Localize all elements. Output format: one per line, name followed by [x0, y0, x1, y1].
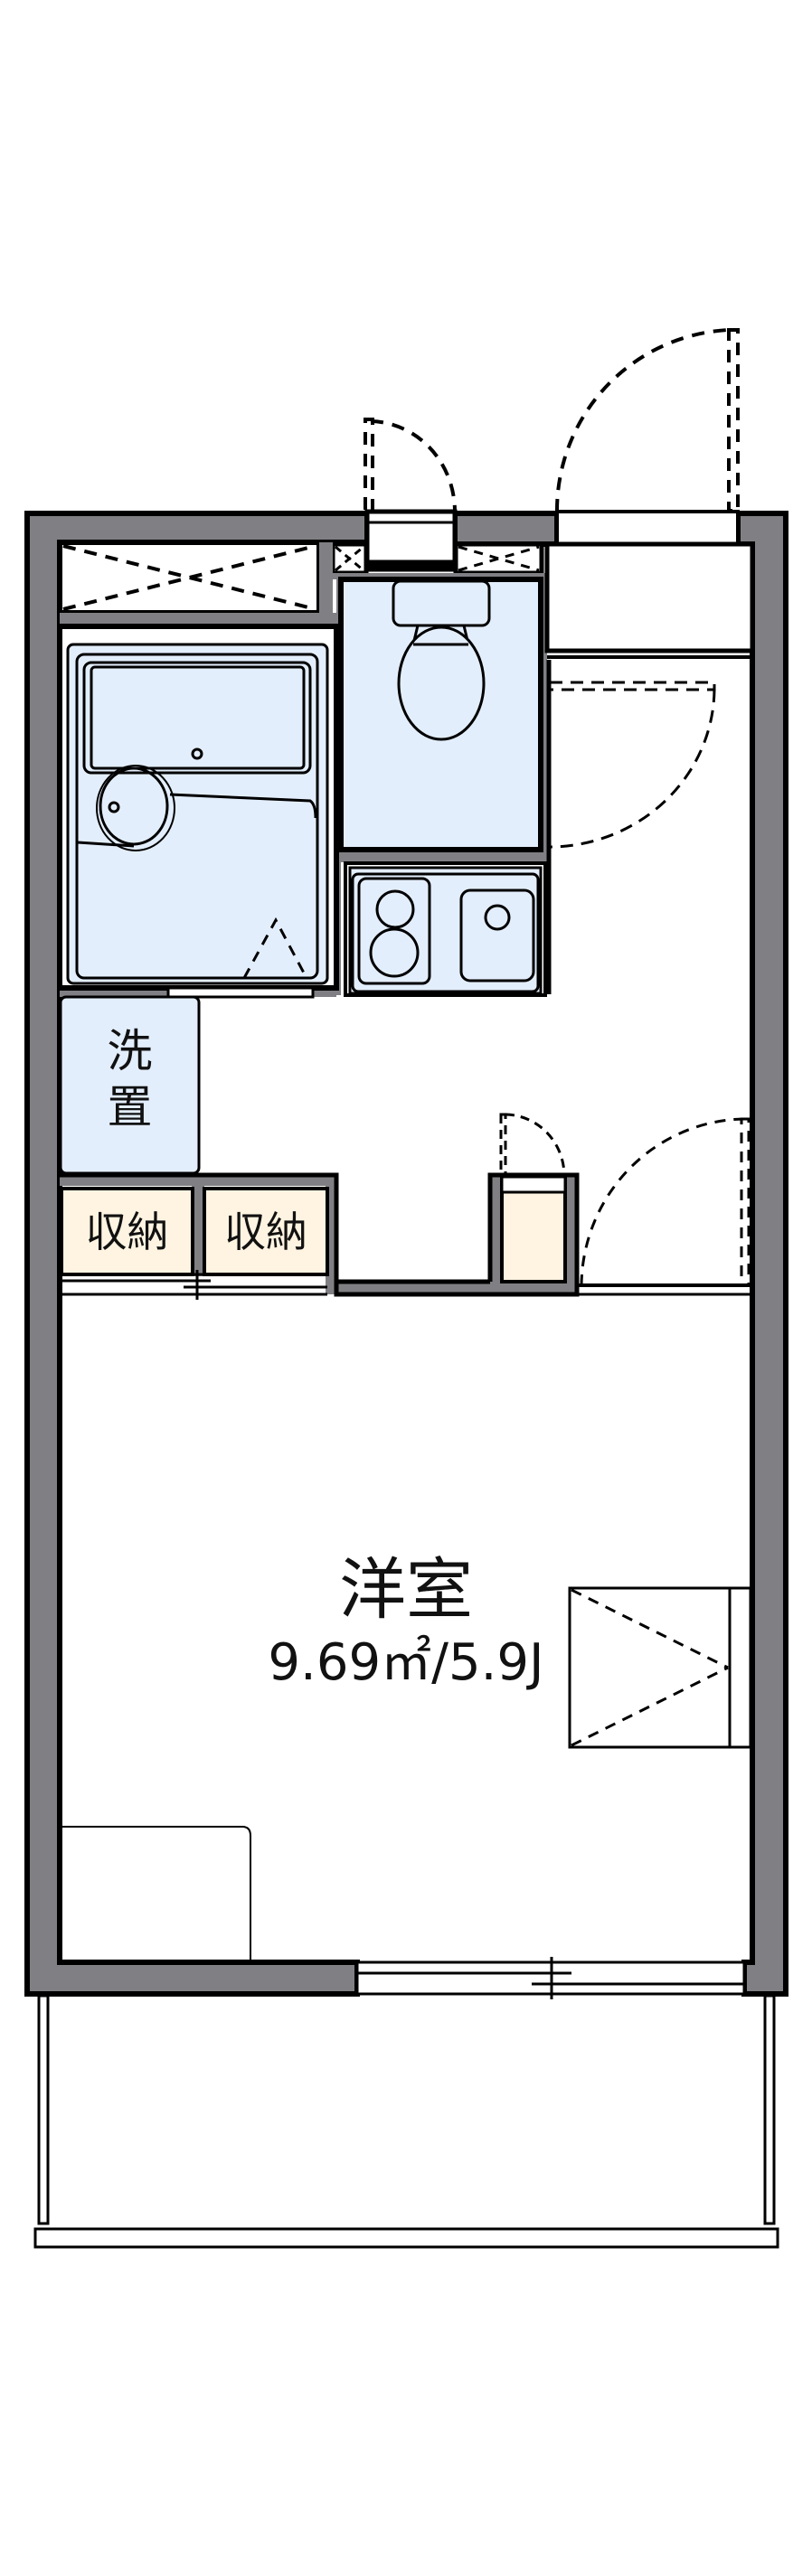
room-name: 洋室 [339, 1551, 473, 1629]
storage-label-left: 収納 [85, 1208, 169, 1256]
entrance-area [544, 541, 755, 994]
small-window-top [364, 418, 458, 572]
entrance-door [554, 328, 740, 546]
kitchen [344, 861, 547, 997]
small-closet [499, 1113, 567, 1283]
washer-label-2: 置 [107, 1081, 153, 1133]
desk [60, 1826, 251, 1962]
toilet [338, 577, 543, 852]
washer-label-1: 洗 [107, 1025, 153, 1077]
balcony [33, 1994, 779, 2249]
side-window [568, 1586, 752, 1749]
unit-bath [57, 624, 339, 999]
storage-label-right: 収納 [224, 1208, 307, 1256]
bottom-sliding-window [355, 1957, 746, 1999]
room-area: 9.69㎡/5.9J [268, 1633, 544, 1692]
storage-closets [60, 1187, 329, 1300]
upper-storage [57, 540, 322, 616]
room-door [579, 1117, 752, 1296]
